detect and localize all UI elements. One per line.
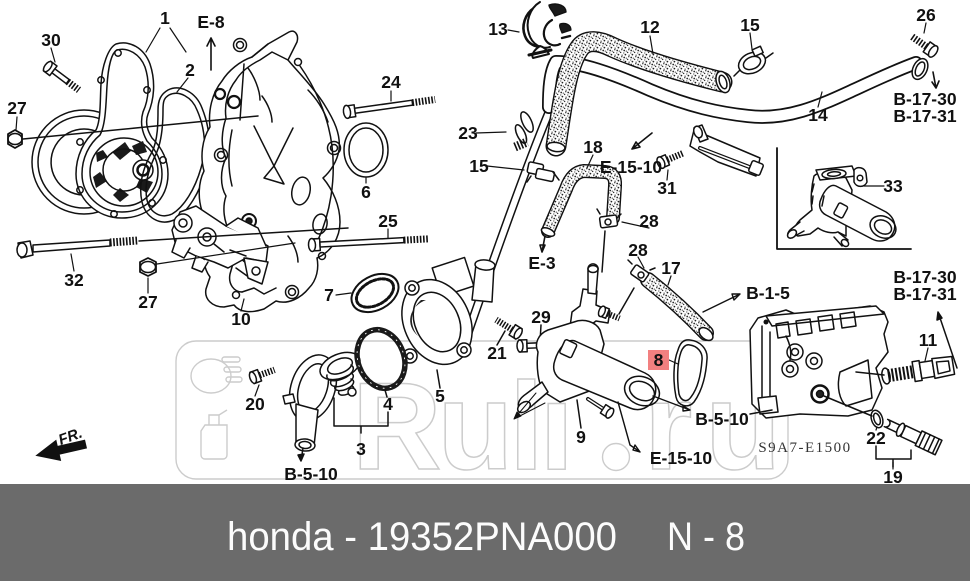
svg-text:29: 29 [531, 307, 551, 327]
svg-text:8: 8 [654, 350, 664, 370]
svg-text:12: 12 [640, 17, 660, 37]
svg-text:23: 23 [458, 123, 478, 143]
svg-text:30: 30 [41, 30, 61, 50]
svg-text:B-17-31: B-17-31 [893, 106, 956, 126]
svg-text:3: 3 [356, 439, 366, 459]
svg-text:9: 9 [576, 427, 586, 447]
svg-text:28: 28 [628, 240, 648, 260]
svg-text:18: 18 [583, 137, 603, 157]
svg-text:E-3: E-3 [528, 253, 556, 273]
svg-text:31: 31 [657, 178, 677, 198]
svg-text:E-8: E-8 [197, 12, 225, 32]
svg-text:27: 27 [138, 292, 157, 312]
svg-text:27: 27 [7, 98, 26, 118]
svg-text:14: 14 [808, 105, 828, 125]
svg-text:1: 1 [160, 8, 170, 28]
svg-text:25: 25 [378, 211, 398, 231]
svg-text:17: 17 [661, 258, 680, 278]
svg-text:B-17-30: B-17-30 [893, 267, 956, 287]
svg-text:15: 15 [469, 156, 489, 176]
svg-text:B-1-5: B-1-5 [746, 283, 790, 303]
svg-text:2: 2 [185, 60, 195, 80]
svg-text:B-17-30: B-17-30 [893, 89, 956, 109]
svg-text:28: 28 [639, 211, 659, 231]
svg-text:4: 4 [383, 394, 393, 414]
svg-text:Ruli: Ruli [352, 358, 574, 496]
svg-text:E-15-10: E-15-10 [600, 157, 663, 177]
svg-text:6: 6 [361, 182, 371, 202]
svg-text:26: 26 [916, 5, 936, 25]
svg-text:11: 11 [919, 330, 938, 350]
svg-text:21: 21 [487, 343, 507, 363]
svg-text:33: 33 [883, 176, 903, 196]
svg-text:N - 8: N - 8 [667, 515, 745, 559]
svg-text:19: 19 [883, 467, 903, 487]
svg-text:15: 15 [740, 15, 760, 35]
svg-text:32: 32 [64, 270, 84, 290]
svg-text:22: 22 [866, 428, 886, 448]
svg-text:honda - 19352PNA000: honda - 19352PNA000 [227, 515, 617, 559]
svg-text:B-5-10: B-5-10 [695, 409, 749, 429]
svg-text:B-5-10: B-5-10 [284, 464, 338, 484]
svg-text:7: 7 [324, 285, 334, 305]
svg-text:24: 24 [381, 72, 401, 92]
svg-text:13: 13 [488, 19, 508, 39]
svg-text:10: 10 [231, 309, 251, 329]
svg-text:20: 20 [245, 394, 265, 414]
svg-text:5: 5 [435, 386, 445, 406]
svg-text:E-15-10: E-15-10 [650, 448, 713, 468]
svg-text:B-17-31: B-17-31 [893, 284, 956, 304]
svg-text:S9A7-E1500: S9A7-E1500 [758, 440, 851, 456]
